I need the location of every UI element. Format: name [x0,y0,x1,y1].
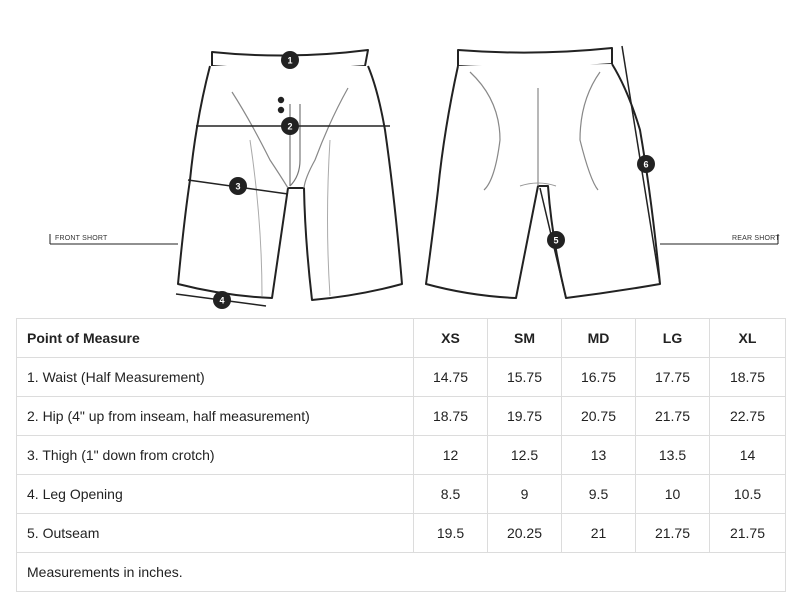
table-row: 1. Waist (Half Measurement) 14.75 15.75 … [16,357,786,397]
table-cell: 20.75 [561,396,636,436]
table-cell: 18.75 [413,396,488,436]
table-cell: 12 [413,435,488,475]
row-label: 3. Thigh (1" down from crotch) [16,435,414,475]
table-cell: 10 [635,474,710,514]
table-cell: 9.5 [561,474,636,514]
shorts-diagram: FRONT SHORT REAR SHORT 1 2 3 4 5 6 [49,45,780,309]
measurement-lines [49,45,779,307]
table-row: 2. Hip (4" up from inseam, half measurem… [16,396,786,436]
table-cell: 14 [709,435,786,475]
table-row: 4. Leg Opening 8.5 9 9.5 10 10.5 [16,474,786,514]
svg-text:6: 6 [643,160,648,170]
table-row: 5. Outseam 19.5 20.25 21 21.75 21.75 [16,513,786,553]
table-cell: 12.5 [487,435,562,475]
header-xl: XL [709,318,786,358]
marker-5: 5 [547,231,565,249]
table-cell: 13.5 [635,435,710,475]
marker-3: 3 [229,177,247,195]
front-short-label: FRONT SHORT [55,235,108,242]
table-row: 3. Thigh (1" down from crotch) 12 12.5 1… [16,435,786,475]
table-cell: 9 [487,474,562,514]
row-label: 5. Outseam [16,513,414,553]
table-cell: 16.75 [561,357,636,397]
table-cell: 21.75 [709,513,786,553]
table-cell: 13 [561,435,636,475]
header-point-of-measure: Point of Measure [16,318,414,358]
svg-text:2: 2 [287,122,292,132]
table-cell: 17.75 [635,357,710,397]
table-cell: 19.75 [487,396,562,436]
table-cell: 21 [561,513,636,553]
row-label: 4. Leg Opening [16,474,414,514]
svg-text:1: 1 [287,56,292,66]
svg-text:5: 5 [553,236,558,246]
table-cell: 10.5 [709,474,786,514]
rear-short-drawing [425,47,661,299]
table-cell: 14.75 [413,357,488,397]
svg-text:3: 3 [235,182,240,192]
header-lg: LG [635,318,710,358]
marker-4: 4 [213,291,231,309]
marker-1: 1 [281,51,299,69]
table-cell: 15.75 [487,357,562,397]
header-sm: SM [487,318,562,358]
svg-text:4: 4 [219,296,224,306]
table-cell: 18.75 [709,357,786,397]
row-label: 2. Hip (4" up from inseam, half measurem… [16,396,414,436]
table-cell: 20.25 [487,513,562,553]
table-header-row: Point of Measure XS SM MD LG XL [16,318,786,358]
marker-2: 2 [281,117,299,135]
front-short-drawing [177,49,403,301]
row-label: 1. Waist (Half Measurement) [16,357,414,397]
header-md: MD [561,318,636,358]
table-cell: 19.5 [413,513,488,553]
header-xs: XS [413,318,488,358]
table-cell: 8.5 [413,474,488,514]
table-cell: 21.75 [635,513,710,553]
table-cell: 21.75 [635,396,710,436]
table-note-row: Measurements in inches. [16,552,786,592]
size-chart-table: Point of Measure XS SM MD LG XL 1. Waist… [16,318,786,592]
marker-6: 6 [637,155,655,173]
table-cell: 22.75 [709,396,786,436]
measurement-note: Measurements in inches. [16,552,786,592]
rear-short-label: REAR SHORT [732,235,780,242]
